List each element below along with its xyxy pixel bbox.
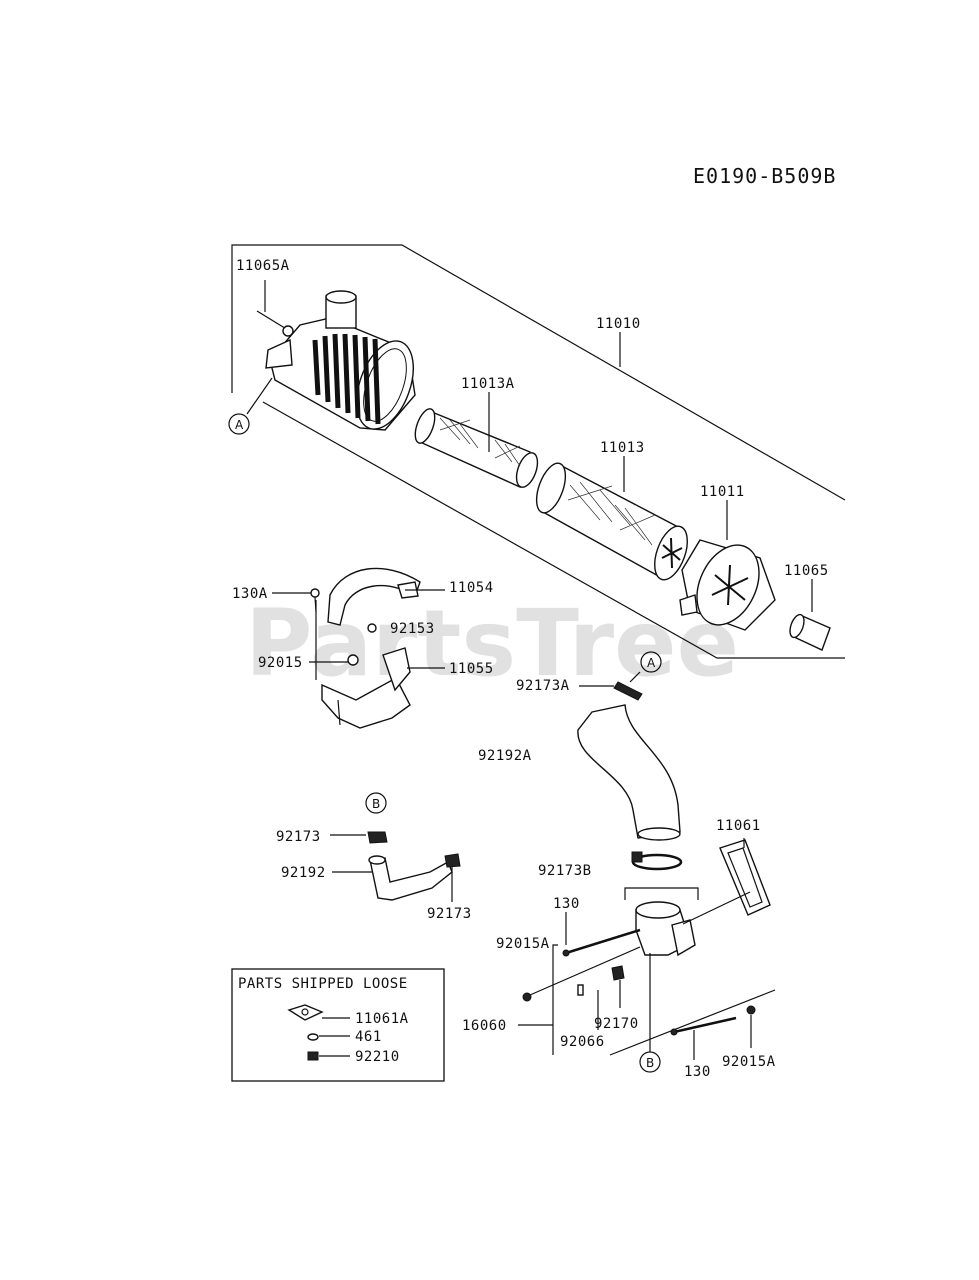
adapter-group-outline <box>529 887 776 1056</box>
label-11065A[interactable]: 11065A <box>236 258 290 274</box>
label-130A[interactable]: 130A <box>232 586 268 602</box>
svg-text:A: A <box>647 656 656 670</box>
label-11013A[interactable]: 11013A <box>461 376 515 392</box>
callout-b-adapter: B <box>639 953 661 1073</box>
callout-a-hose: A <box>629 651 662 683</box>
svg-text:A: A <box>235 418 244 432</box>
clamp-92173B[interactable] <box>631 851 683 871</box>
clamp-92173A[interactable] <box>613 681 643 701</box>
watermark: PartsTree <box>245 590 739 697</box>
stud-92170[interactable] <box>611 965 625 981</box>
intake-adapter-16060[interactable] <box>635 891 751 957</box>
svg-text:B: B <box>372 797 380 811</box>
plug-92066[interactable] <box>577 984 584 996</box>
label-130-top[interactable]: 130 <box>553 896 580 912</box>
loose-box-title: PARTS SHIPPED LOOSE <box>238 976 408 992</box>
label-92153[interactable]: 92153 <box>390 621 435 637</box>
air-cleaner-housing[interactable] <box>265 290 424 437</box>
label-92170[interactable]: 92170 <box>594 1016 639 1032</box>
bolt-130-bottom[interactable] <box>670 1016 737 1036</box>
label-92192[interactable]: 92192 <box>281 865 326 881</box>
label-92015A-right[interactable]: 92015A <box>722 1054 776 1070</box>
label-92015A-left[interactable]: 92015A <box>496 936 550 952</box>
bolt-130-top[interactable] <box>562 928 641 957</box>
label-11055[interactable]: 11055 <box>449 661 494 677</box>
label-92173-top[interactable]: 92173 <box>276 829 321 845</box>
label-11054[interactable]: 11054 <box>449 580 494 596</box>
loose-item-92210[interactable]: 92210 <box>355 1049 400 1065</box>
gasket-11061A[interactable] <box>287 1004 324 1021</box>
parts-shipped-loose-box: PARTS SHIPPED LOOSE 11061A 461 92210 <box>231 968 445 1082</box>
outer-filter-11013[interactable] <box>531 459 694 584</box>
label-11010[interactable]: 11010 <box>596 316 641 332</box>
callout-b-left: B <box>365 792 387 814</box>
air-cleaner-group-outline <box>231 244 846 659</box>
label-92173B[interactable]: 92173B <box>538 863 592 879</box>
label-11013[interactable]: 11013 <box>600 440 645 456</box>
nut-92015[interactable] <box>347 654 359 666</box>
bolt-11065A[interactable] <box>256 310 294 337</box>
label-92173A[interactable]: 92173A <box>516 678 570 694</box>
hose-92192[interactable] <box>368 855 453 901</box>
nut-92210[interactable] <box>307 1051 319 1061</box>
cover-11011[interactable] <box>679 535 776 635</box>
nut-92015A-right[interactable] <box>746 1005 756 1015</box>
label-92015[interactable]: 92015 <box>258 655 303 671</box>
label-11061[interactable]: 11061 <box>716 818 761 834</box>
label-92173-bottom[interactable]: 92173 <box>427 906 472 922</box>
clamp-92173-bottom[interactable] <box>444 853 461 868</box>
bracket-11055[interactable] <box>321 647 411 729</box>
bolt-92153[interactable] <box>367 623 377 633</box>
washer-461[interactable] <box>307 1033 319 1041</box>
loose-item-11061A[interactable]: 11061A <box>355 1011 409 1027</box>
label-11065[interactable]: 11065 <box>784 563 829 579</box>
label-92066[interactable]: 92066 <box>560 1034 605 1050</box>
clamp-92173-top[interactable] <box>367 831 388 844</box>
label-130-bottom[interactable]: 130 <box>684 1064 711 1080</box>
diagram-code: E0190-B509B <box>693 164 836 188</box>
svg-text:B: B <box>646 1056 654 1070</box>
hose-92192A[interactable] <box>577 704 681 841</box>
callout-a-top: A <box>228 377 273 435</box>
band-11054[interactable] <box>327 567 421 626</box>
inner-filter-11013A[interactable] <box>411 406 541 490</box>
valve-11065[interactable] <box>787 613 831 651</box>
label-16060[interactable]: 16060 <box>462 1018 507 1034</box>
label-92192A[interactable]: 92192A <box>478 748 532 764</box>
loose-item-461[interactable]: 461 <box>355 1029 382 1045</box>
label-11011[interactable]: 11011 <box>700 484 745 500</box>
gasket-11061[interactable] <box>719 839 771 916</box>
nut-92015A-left[interactable] <box>522 992 532 1002</box>
